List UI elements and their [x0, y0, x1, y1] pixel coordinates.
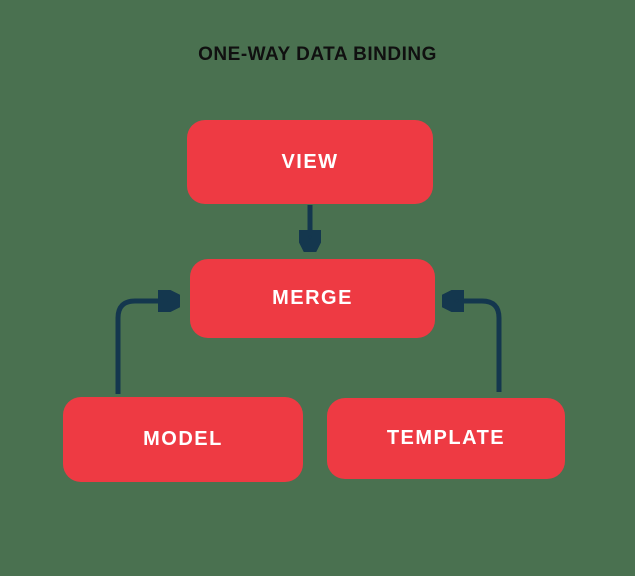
node-model: MODEL: [63, 397, 303, 482]
diagram-title: ONE-WAY DATA BINDING: [198, 44, 437, 65]
node-template-label: TEMPLATE: [386, 427, 506, 449]
arrow-model-to-merge: [115, 301, 178, 394]
arrow-template-to-merge: [444, 301, 502, 392]
node-merge-label: MERGE: [272, 287, 353, 309]
node-view-label: VIEW: [281, 150, 339, 173]
node-template: TEMPLATE: [327, 398, 565, 479]
node-model-label: MODEL: [143, 428, 223, 450]
node-merge: MERGE: [190, 259, 435, 338]
node-view: VIEW: [187, 120, 433, 204]
